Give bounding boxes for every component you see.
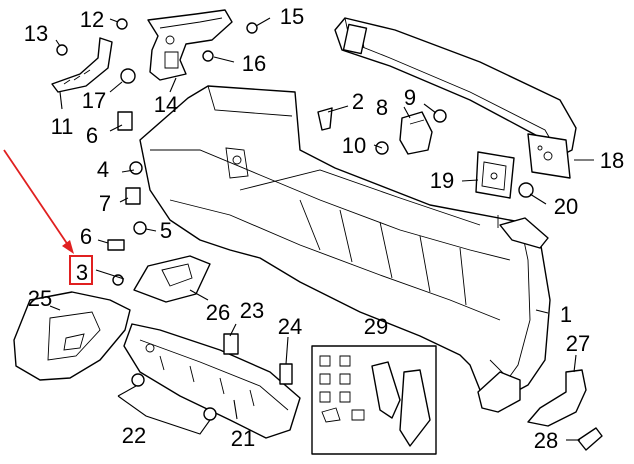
bracket-11 [51, 37, 113, 93]
callout-29: 29 [364, 314, 388, 339]
callout-8: 8 [376, 95, 388, 120]
callout-13: 13 [24, 21, 48, 46]
callout-5: 5 [160, 218, 172, 243]
callout-9: 9 [404, 85, 416, 110]
trim-27 [527, 369, 587, 427]
callout-4: 4 [97, 157, 109, 182]
callout-10: 10 [342, 133, 366, 158]
callout-11: 11 [51, 114, 74, 139]
callout-22: 22 [122, 423, 146, 448]
bracket-14 [147, 9, 233, 81]
callout-19: 19 [430, 168, 454, 193]
highlight-arrow-head [62, 240, 74, 254]
diffuser-21 [123, 323, 301, 439]
callout-23: 23 [240, 298, 264, 323]
bracket-19 [475, 151, 515, 199]
bumper-cover [139, 85, 551, 413]
callout-21: 21 [231, 426, 255, 451]
callout-24: 24 [278, 314, 302, 339]
callout-27: 27 [566, 331, 590, 356]
callout-17: 17 [82, 88, 106, 113]
callout-1: 1 [560, 302, 572, 327]
callout-7: 7 [99, 191, 111, 216]
callout-16: 16 [242, 51, 266, 76]
callout-18: 18 [600, 148, 624, 173]
callout-20: 20 [554, 194, 578, 219]
callout-26: 26 [206, 300, 230, 325]
callout-15: 15 [280, 4, 304, 29]
callout-2: 2 [352, 89, 364, 114]
lower-cover-25 [13, 291, 131, 381]
highlight-box [69, 255, 93, 285]
highlight-arrow-line [3, 149, 69, 246]
callout-28: 28 [534, 428, 558, 453]
callout-labels: 1 2 3 4 5 6 6 7 8 9 10 11 12 13 14 15 16… [24, 4, 624, 453]
callout-12: 12 [80, 7, 104, 32]
leader-lines [49, 17, 594, 441]
bracket-8 [399, 111, 433, 155]
callout-14: 14 [154, 92, 178, 117]
callout-6a: 6 [86, 123, 98, 148]
callout-3: 3 [76, 260, 88, 285]
hardware-kit-29 [311, 345, 437, 455]
highlight-arrow [3, 149, 74, 254]
callout-6b: 6 [80, 224, 92, 249]
reinforcement-beam [334, 17, 577, 179]
callout-25: 25 [28, 286, 52, 311]
